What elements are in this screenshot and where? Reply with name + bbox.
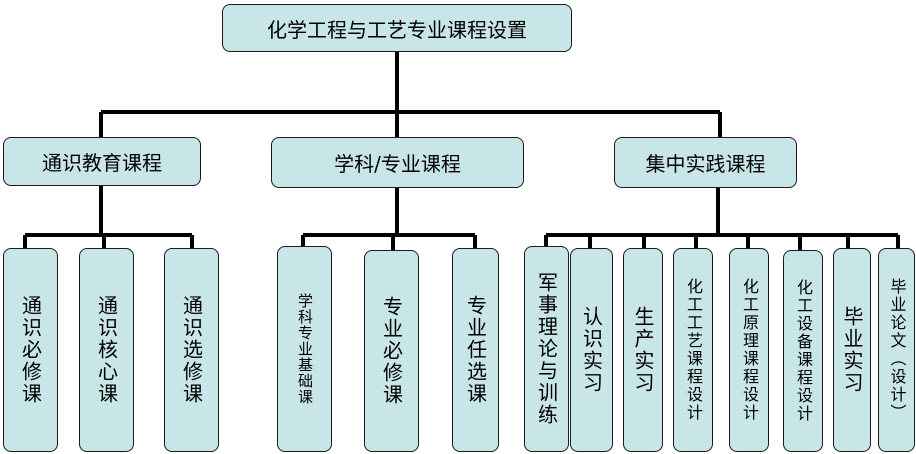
leaf-node-process-design: 化工工艺课程设计: [673, 248, 713, 452]
leaf-node-gen-required: 通识必修课: [3, 248, 58, 452]
group-node-discipline-major: 学科/专业课程: [271, 137, 524, 188]
leaf-node-gen-core: 通识核心课: [79, 248, 134, 452]
leaf-node-graduation-internship: 毕业实习: [833, 248, 871, 452]
leaf-node-gen-elective: 通识选修课: [164, 248, 219, 452]
root-node: 化学工程与工艺专业课程设置: [222, 4, 572, 52]
leaf-node-military-training: 军事理论与训练: [524, 246, 569, 452]
group-node-general-education: 通识教育课程: [3, 137, 201, 186]
leaf-node-major-elective: 专业任选课: [452, 248, 499, 452]
leaf-node-principle-design: 化工原理课程设计: [729, 248, 769, 452]
leaf-node-equipment-design: 化工设备课程设计: [783, 250, 823, 452]
leaf-node-graduation-thesis: 毕业论文（设计）: [878, 248, 915, 452]
group-node-practice: 集中实践课程: [614, 137, 797, 188]
leaf-node-discipline-basic: 学科专业基础课: [277, 246, 332, 452]
leaf-node-major-required: 专业必修课: [364, 250, 419, 452]
leaf-node-production-internship: 生产实习: [623, 248, 663, 452]
leaf-node-cognition-internship: 认识实习: [570, 248, 613, 452]
